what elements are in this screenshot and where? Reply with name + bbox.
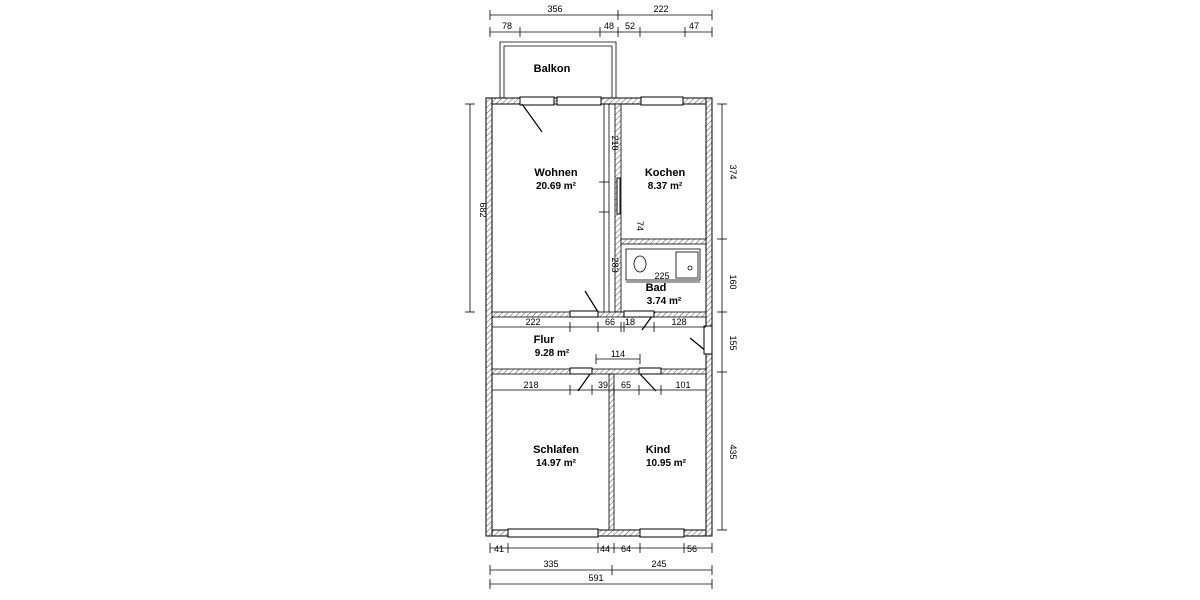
dim-right-160: 160 xyxy=(728,274,738,289)
room-name-wohnen: Wohnen xyxy=(534,167,577,179)
room-name-kind: Kind xyxy=(646,444,670,456)
doors xyxy=(521,103,713,392)
room-name-balkon: Balkon xyxy=(534,63,571,75)
dim-bottom-335: 335 xyxy=(543,559,558,569)
dim-inner-210: 210 xyxy=(610,135,620,150)
dim-inner-101: 101 xyxy=(675,380,690,390)
dim-top-left-total: 356 xyxy=(547,4,562,14)
dim-bottom-591: 591 xyxy=(588,573,603,583)
dim-inner-39: 39 xyxy=(598,380,608,390)
dim-bottom-245: 245 xyxy=(651,559,666,569)
right-dimensions: 374 160 155 435 xyxy=(717,103,738,531)
bottom-dimensions: 41 44 64 56 335 245 591 xyxy=(489,543,713,589)
dim-inner-218: 218 xyxy=(523,380,538,390)
dim-inner-18: 18 xyxy=(625,317,635,327)
room-name-flur: Flur xyxy=(534,334,555,346)
dim-inner-128: 128 xyxy=(671,317,686,327)
dim-right-374: 374 xyxy=(728,164,738,179)
dim-left-682: 682 xyxy=(478,202,488,217)
room-area-schlafen: 14.97 m² xyxy=(536,458,577,469)
room-labels: Balkon Wohnen 20.69 m² Kochen 8.37 m² Ba… xyxy=(533,63,687,469)
dim-bottom-64: 64 xyxy=(621,544,631,554)
dim-right-435: 435 xyxy=(728,444,738,459)
room-area-kind: 10.95 m² xyxy=(646,458,687,469)
room-name-bad: Bad xyxy=(646,282,667,294)
dim-inner-74: 74 xyxy=(635,221,645,231)
dim-inner-66: 66 xyxy=(605,317,615,327)
room-name-kochen: Kochen xyxy=(645,167,686,179)
dim-inner-114: 114 xyxy=(611,349,625,359)
dim-top-78: 78 xyxy=(502,21,512,31)
dim-inner-225: 225 xyxy=(654,271,669,281)
room-area-kochen: 8.37 m² xyxy=(648,181,683,192)
room-area-flur: 9.28 m² xyxy=(535,348,570,359)
dim-right-155: 155 xyxy=(728,335,738,350)
dim-inner-283: 283 xyxy=(610,257,620,272)
dim-bottom-44: 44 xyxy=(600,544,610,554)
top-dimensions: 356 222 78 48 52 47 xyxy=(489,4,713,37)
balcony xyxy=(499,41,617,98)
room-name-schlafen: Schlafen xyxy=(533,444,579,456)
dim-top-52: 52 xyxy=(625,21,635,31)
dim-inner-65: 65 xyxy=(621,380,631,390)
dim-top-right-total: 222 xyxy=(653,4,668,14)
dim-inner-222: 222 xyxy=(525,317,540,327)
dim-top-48: 48 xyxy=(604,21,614,31)
dim-bottom-56: 56 xyxy=(687,544,697,554)
inner-dimensions: 210 283 74 225 222 66 18 128 114 218 39 … xyxy=(492,104,706,395)
dim-top-47: 47 xyxy=(689,21,699,31)
room-area-wohnen: 20.69 m² xyxy=(536,181,577,192)
left-dimensions: 682 xyxy=(465,103,488,313)
windows xyxy=(507,96,685,538)
dim-bottom-41: 41 xyxy=(494,544,504,554)
room-area-bad: 3.74 m² xyxy=(647,296,682,307)
bath-fixtures xyxy=(625,248,701,281)
